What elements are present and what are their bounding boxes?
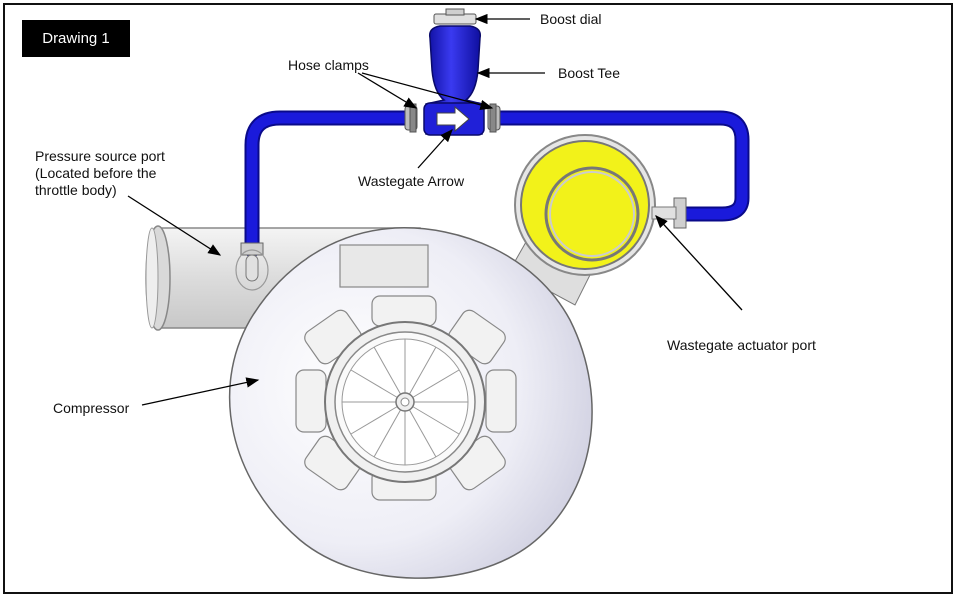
boost-dial-label: Boost dial xyxy=(540,11,602,27)
wastegate-arrow-icon xyxy=(436,105,470,133)
drawing-title: Drawing 1 xyxy=(22,20,130,57)
diagram-frame xyxy=(3,3,953,594)
boost-hose xyxy=(244,110,750,258)
leader-lines xyxy=(127,13,743,406)
pressure-source-label-line2: (Located before the xyxy=(35,165,157,181)
wastegate-arrow-label: Wastegate Arrow xyxy=(358,173,465,189)
boost-tee-label: Boost Tee xyxy=(558,65,621,81)
pressure-source-label-line1: Pressure source port xyxy=(35,148,165,164)
hose-clamps-label: Hose clamps xyxy=(288,57,369,73)
boost-tee xyxy=(423,25,485,136)
wastegate-actuator-port-label: Wastegate actuator port xyxy=(667,337,816,353)
hose-clamps xyxy=(404,103,501,133)
pressure-source-label-line3: throttle body) xyxy=(35,182,117,198)
pressure-source-fitting xyxy=(235,242,269,291)
actuator-port-fitting xyxy=(651,197,687,229)
wastegate-actuator xyxy=(514,134,656,276)
compressor-label: Compressor xyxy=(53,400,130,416)
boost-dial-knob xyxy=(433,8,477,25)
compressor-housing xyxy=(228,227,593,579)
